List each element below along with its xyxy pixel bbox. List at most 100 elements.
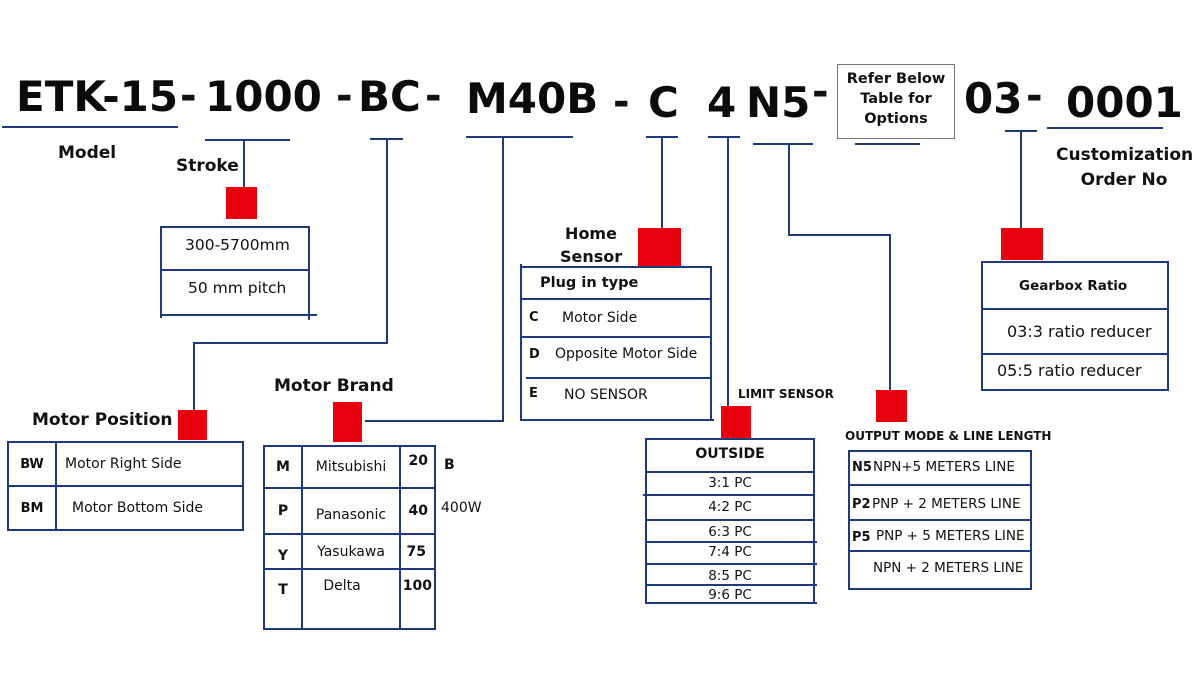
limit-sensor-table: OUTSIDE 3:1 PC 4:2 PC 6:3 PC 7:4 PC 8:5 … <box>643 438 817 606</box>
motor-brand-code: T <box>263 568 303 630</box>
output-mode-desc: NPN + 2 METERS LINE <box>873 560 1024 576</box>
code-output-mode: N5 <box>746 78 811 127</box>
stroke-table: 300-5700mm 50 mm pitch <box>160 226 317 320</box>
output-table-left <box>848 450 850 590</box>
gearbox-table-bottom <box>981 389 1169 391</box>
table-row: P Panasonic 40 <box>263 487 436 535</box>
output-mode-desc: NPN+5 METERS LINE <box>873 459 1015 475</box>
marker-stroke <box>226 187 257 219</box>
gearbox-table: Gearbox Ratio 03:3 ratio reducer 05:5 ra… <box>981 261 1169 391</box>
underline-stroke <box>205 139 290 141</box>
home-sensor-table-line-1 <box>520 298 712 300</box>
gearbox-table-top <box>981 261 1169 263</box>
separator: - <box>1026 73 1043 119</box>
stroke-table-bottom <box>160 314 317 316</box>
label-customization-line-2: Order No <box>1080 170 1168 190</box>
motor-brand-code: M <box>263 445 303 489</box>
connector-limit-sensor <box>727 136 729 408</box>
connector-motor-position-a <box>386 138 388 344</box>
underline-limit-sensor <box>708 136 740 138</box>
output-table-right <box>1030 450 1032 590</box>
motor-brand-note-b: B <box>444 457 455 473</box>
label-motor-brand: Motor Brand <box>274 376 394 396</box>
limit-table-line <box>645 519 815 521</box>
marker-motor-position <box>178 410 207 440</box>
output-mode-code: P2 <box>852 497 871 512</box>
label-customization: Customization Order No <box>1056 143 1193 193</box>
motor-brand-name: Delta <box>301 568 401 630</box>
motor-brand-power: 20 <box>399 445 436 489</box>
separator: - <box>613 79 630 125</box>
code-gearbox: 03 <box>964 74 1023 123</box>
home-sensor-desc: Motor Side <box>562 310 638 326</box>
connector-motor-brand-a <box>502 136 504 422</box>
marker-output-mode <box>876 390 907 422</box>
limit-table-top <box>645 438 815 440</box>
refer-line-3: Options <box>864 111 928 127</box>
home-sensor-code: D <box>529 347 540 362</box>
connector-output-mode-c <box>889 234 891 390</box>
motor-brand-power: 100 <box>399 568 436 630</box>
motor-brand-name: Yasukawa <box>301 533 401 570</box>
output-table-bottom <box>848 588 1032 590</box>
separator: - <box>812 69 829 115</box>
table-row: Y Yasukawa 75 <box>263 533 436 570</box>
connector-stroke <box>243 139 245 187</box>
home-sensor-table-top <box>520 266 712 268</box>
underline-output-mode <box>753 143 813 145</box>
home-sensor-code: E <box>529 386 538 401</box>
stroke-table-mid <box>160 269 310 271</box>
table-row: M Mitsubishi 20 <box>263 445 436 489</box>
refer-line-1: Refer Below <box>846 71 946 87</box>
limit-sensor-option: 3:1 PC <box>708 475 752 491</box>
limit-sensor-option: 7:4 PC <box>708 544 752 560</box>
motor-brand-code: Y <box>263 533 303 570</box>
limit-table-line <box>645 563 817 565</box>
motor-brand-name: Panasonic <box>301 487 401 535</box>
table-row: T Delta 100 <box>263 568 436 630</box>
stroke-range: 300-5700mm <box>185 236 290 254</box>
home-sensor-desc: NO SENSOR <box>564 387 648 403</box>
output-table-line <box>848 519 1032 521</box>
limit-table-right <box>813 438 815 604</box>
gearbox-option: 03:3 ratio reducer <box>1007 322 1152 341</box>
limit-table-line <box>645 471 815 473</box>
code-stroke: 1000 <box>205 72 322 121</box>
output-table-line <box>848 484 1032 486</box>
output-mode-code: N5 <box>852 460 872 475</box>
code-order-no: 0001 <box>1066 78 1183 127</box>
separator: - <box>180 73 197 119</box>
motor-position-table: BW Motor Right Side BM Motor Bottom Side <box>7 441 244 531</box>
underline-refer <box>855 143 920 145</box>
home-sensor-table: Plug in type C Motor Side D Opposite Mot… <box>520 264 714 422</box>
gearbox-table-left <box>981 261 983 391</box>
marker-gearbox <box>1001 228 1043 260</box>
table-row: BW Motor Right Side <box>7 441 244 487</box>
table-row: BM Motor Bottom Side <box>7 485 244 531</box>
motor-brand-table: M Mitsubishi 20 P Panasonic 40 Y Yasukaw… <box>263 445 436 630</box>
motor-brand-name: Mitsubishi <box>301 445 401 489</box>
limit-table-line <box>643 494 815 496</box>
limit-sensor-option: 6:3 PC <box>708 524 752 540</box>
label-home-sensor: Home Sensor <box>560 222 622 268</box>
code-motor-brand: M40B <box>466 74 599 123</box>
label-stroke: Stroke <box>176 156 239 176</box>
connector-motor-brand-b <box>365 420 504 422</box>
home-sensor-table-left <box>520 264 522 421</box>
stroke-table-top <box>160 226 310 228</box>
motor-position-code: BW <box>7 441 57 487</box>
home-sensor-code: C <box>529 310 539 325</box>
connector-motor-position-b <box>193 342 388 344</box>
connector-motor-position-c <box>193 342 195 410</box>
connector-home-sensor <box>661 136 663 228</box>
motor-brand-code: P <box>263 487 303 535</box>
stroke-table-right <box>308 226 310 320</box>
gearbox-option: 05:5 ratio reducer <box>997 361 1142 380</box>
gearbox-table-right <box>1167 261 1169 391</box>
code-model: ETK-15 <box>16 72 179 121</box>
limit-table-left <box>645 438 647 604</box>
marker-motor-brand <box>333 402 362 442</box>
underline-order-no <box>1047 127 1163 129</box>
label-output-mode: OUTPUT MODE & LINE LENGTH <box>845 429 1052 443</box>
home-sensor-desc: Opposite Motor Side <box>555 346 698 362</box>
